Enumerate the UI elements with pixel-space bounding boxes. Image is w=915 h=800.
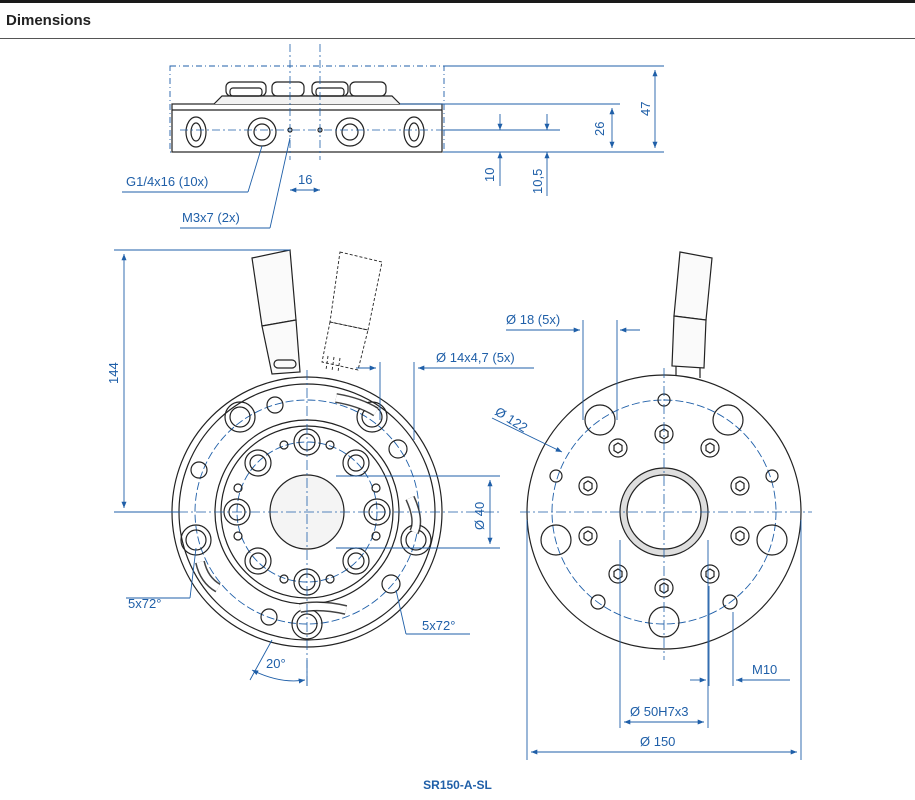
side-view (169, 44, 500, 160)
dimension-labels: G1/4x16 (10x) M3x7 (2x) 16 10 10,5 26 47… (106, 102, 777, 749)
back-view (520, 251, 812, 660)
label-dim-16: 16 (298, 172, 312, 187)
lever (251, 249, 301, 375)
label-dim-14: Ø 14x4,7 (5x) (436, 350, 515, 365)
label-dim-10-5: 10,5 (530, 169, 545, 194)
label-angle-20: 20° (266, 656, 286, 671)
header-bottom-rule (0, 38, 915, 39)
back-view-dimensions (491, 320, 802, 760)
label-dim-18: Ø 18 (5x) (506, 312, 560, 327)
label-dim-26: 26 (592, 122, 607, 136)
label-dim-10: 10 (482, 168, 497, 182)
label-dim-150: Ø 150 (640, 734, 675, 749)
label-m-thread: M3x7 (2x) (182, 210, 240, 225)
section-header: Dimensions (0, 0, 915, 40)
header-top-rule (0, 0, 915, 3)
label-dim-50: Ø 50H7x3 (630, 704, 689, 719)
model-caption: SR150-A-SL (423, 778, 492, 792)
lever-phantom (321, 251, 383, 373)
label-5x72-right: 5x72° (422, 618, 455, 633)
label-m10: M10 (752, 662, 777, 677)
side-view-dimensions (122, 65, 664, 229)
label-dim-47: 47 (638, 102, 653, 116)
label-5x72-left: 5x72° (128, 596, 161, 611)
label-dim-144: 144 (106, 362, 121, 384)
label-dim-122: Ø 122 (492, 404, 530, 435)
label-g-thread: G1/4x16 (10x) (126, 174, 208, 189)
label-dim-40: Ø 40 (472, 502, 487, 530)
section-title: Dimensions (6, 12, 92, 29)
lever-back (671, 251, 713, 378)
front-view-dimensions (114, 249, 534, 686)
